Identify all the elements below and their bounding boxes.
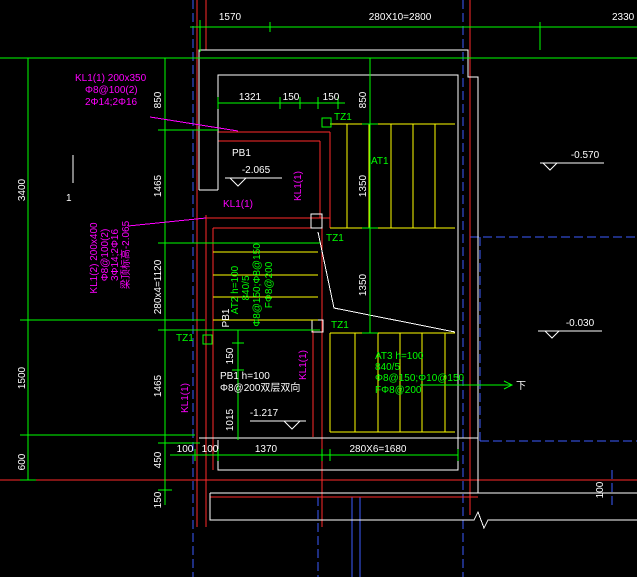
wall-lines [72, 49, 637, 530]
hidden-lines [192, 0, 637, 577]
stair-at2-label: AT2 h=100 [230, 265, 241, 314]
beam-callouts: KL1(1) 200x350 Φ8@100(2) 2Φ14;2Φ16 KL1(2… [75, 73, 309, 413]
elevation-triangle-icon [542, 162, 558, 171]
elevation-text: -2.065 [242, 165, 271, 176]
dim-bottom-text: 1370 [255, 444, 278, 455]
beam-leaders [127, 116, 239, 227]
dim-top-text: 2330 [612, 12, 635, 23]
dim-flight-text: 1350 [358, 174, 369, 197]
dim-left-text: 3400 [17, 178, 28, 201]
beam-tag: KL1(1) [223, 199, 253, 210]
direction-arrow-icon [503, 380, 514, 390]
dim-bottom-text: 100 [177, 444, 194, 455]
stair-at2-distribution: FΦ8@200 [264, 261, 275, 308]
dim-bottom-text: 100 [202, 444, 219, 455]
beam-kl1-left-label: KL1(2) 200x400 [89, 222, 100, 294]
beam-kl1-top-bars: 2Φ14;2Φ16 [85, 97, 138, 108]
dim-stair-text: 1465 [153, 374, 164, 397]
beam-leader [149, 116, 239, 132]
dim-top-text: 1570 [219, 12, 242, 23]
elevation-text: -0.570 [571, 150, 600, 161]
dim-landing-text: 150 [225, 347, 236, 364]
column-tag: TZ1 [334, 112, 352, 123]
axis-lines [0, 0, 637, 527]
stair-at2-steps: 840/5 [241, 275, 252, 300]
inner-wall [217, 74, 459, 471]
dimension-texts: 1570 280X10=2800 2330 3400 1500 600 850 … [17, 12, 635, 508]
dim-flight-text: 1350 [358, 273, 369, 296]
beam-leader [127, 217, 207, 227]
slab-pb1-lower-rebar: Φ8@200双层双向 [220, 381, 300, 394]
dim-bottom-text: 280X6=1680 [349, 444, 406, 455]
stair-at3-steps: 840/5 [375, 362, 400, 373]
dim-top-text: 280X10=2800 [369, 12, 432, 23]
column-tz1-box [310, 213, 323, 229]
dim-flight-text: 850 [358, 91, 369, 108]
slab-pb1-label: PB1 [232, 148, 251, 159]
stair-at3-distribution: FΦ8@200 [375, 385, 422, 396]
dim-stair-text: 150 [153, 491, 164, 508]
beam-tag: KL1(1) [180, 383, 191, 413]
dim-inner-text: 150 [283, 92, 300, 103]
dim-landing-text: 1015 [225, 408, 236, 431]
stair-at1-label: AT1 [371, 156, 389, 167]
dim-left-text: 1500 [17, 366, 28, 389]
stair-at3-rebar: Φ8@150;Φ10@150 [375, 373, 465, 384]
bottom-wall-break-line [209, 493, 637, 530]
beam-kl1-left-stirrup: Φ8@100(2) [100, 229, 111, 282]
beam-tag: KL1(1) [298, 350, 309, 380]
beam-kl1-top-label: KL1(1) 200x350 [75, 73, 147, 84]
beam-kl1-left-bars: 3Φ14;2Φ16 [110, 229, 121, 282]
stair-annotations: TZ1 TZ1 TZ1 TZ1 AT1 AT2 h=100 840/5 Φ8@1… [176, 112, 465, 396]
column-tag: TZ1 [176, 333, 194, 344]
beam-tag: KL1(1) [293, 171, 304, 201]
elevation-symbols [225, 162, 604, 430]
direction-text: 下 [516, 381, 526, 392]
column-tz1-marker [321, 117, 332, 128]
column-tag: TZ1 [331, 320, 349, 331]
slab-pb1-side-label: PB1 [221, 308, 232, 327]
column-tag: TZ1 [326, 233, 344, 244]
slab-and-level-texts: PB1 PB1 PB1 h=100 Φ8@200双层双向 -2.065 -0.5… [66, 148, 600, 419]
dimension-lines [0, 20, 637, 505]
dim-stair-text: 280x4=1120 [153, 259, 164, 314]
beam-kl1-top-stirrup: Φ8@100(2) [85, 85, 138, 96]
dim-left-text: 600 [17, 453, 28, 470]
elevation-triangle-icon [544, 330, 560, 339]
dim-right-edge-text: 100 [595, 481, 606, 498]
slab-pb1-lower-label: PB1 h=100 [220, 371, 270, 382]
stair-break-line [317, 231, 456, 333]
elevation-text: -0.030 [566, 318, 595, 329]
dim-inner-text: 1321 [239, 92, 262, 103]
outer-wall [198, 49, 479, 493]
column-tz1-marker [202, 334, 213, 345]
elevation-triangle-icon [283, 420, 301, 430]
elevation-text: -1.217 [250, 408, 279, 419]
stair-at2-rebar: Φ8@150;Φ8@150 [252, 243, 263, 327]
dim-inner-text: 150 [323, 92, 340, 103]
elevation-triangle-icon [229, 177, 247, 187]
dim-stair-text: 1465 [153, 174, 164, 197]
beam-kl1-left-elevation: 梁顶标高-2.065 [119, 220, 132, 289]
stair-treads [213, 123, 455, 433]
dim-stair-text: 450 [153, 451, 164, 468]
stair-at3-label: AT3 h=100 [375, 351, 424, 362]
dim-stair-text: 850 [153, 91, 164, 108]
section-mark-text: 1 [66, 193, 72, 204]
